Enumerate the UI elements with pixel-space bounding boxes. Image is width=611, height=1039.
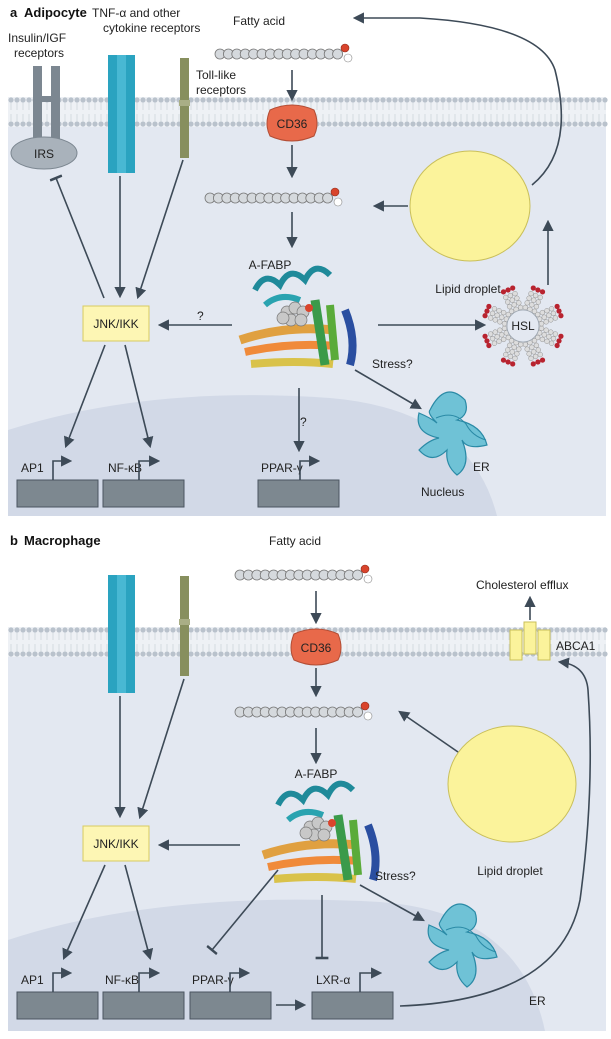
- fatty-acid-chain-a1: [214, 43, 353, 63]
- jnk-ikk-box-b: [82, 825, 150, 862]
- ppar-label-b: PPAR-γ: [192, 973, 234, 987]
- fatty-acid-chain-a2: [204, 187, 343, 207]
- panel-b-letter: b: [10, 533, 18, 548]
- panel-a-title: Adipocyte: [24, 5, 87, 20]
- fatty-acid-chain-b1: [234, 564, 373, 584]
- ap1-promoter-arrow-b: [52, 967, 73, 992]
- afabp-protein-b: [261, 780, 380, 883]
- arrow-jnk-to-ap1-b: [62, 864, 106, 961]
- arrow-jnk-to-nfkb-b: [124, 864, 154, 961]
- arrow-jnk-to-nfkb-a: [124, 344, 154, 449]
- cd36-protein-a: [266, 104, 318, 142]
- fatty-acid-chain-b2: [234, 701, 373, 721]
- er-label-b: ER: [529, 994, 546, 1008]
- question-mark-jnk: ?: [197, 309, 204, 323]
- afabp-label-b: A-FABP: [295, 767, 338, 781]
- tnf-receptor-label-1: TNF-α and other: [92, 6, 180, 20]
- toll-like-receptor: [179, 58, 190, 158]
- irs-label: IRS: [34, 147, 54, 161]
- tnf-receptor-label-2: cytokine receptors: [103, 21, 200, 35]
- panel-a: a Adipocyte Insulin/IGF receptors TNF-α …: [8, 5, 608, 516]
- lipid-droplet-b: [447, 725, 577, 843]
- toll-receptor-label-2: receptors: [196, 83, 246, 97]
- er-label-a: ER: [473, 460, 490, 474]
- nfkb-promoter-arrow-b: [138, 967, 161, 992]
- ppar-gene-box-a: [257, 479, 340, 508]
- stress-label-a: Stress?: [372, 357, 413, 371]
- insulin-receptor: [33, 66, 60, 152]
- irs-oval: [10, 136, 78, 170]
- stress-label-b: Stress?: [375, 869, 416, 883]
- ap1-label-b: AP1: [21, 973, 44, 987]
- arrow-afabp-to-er-b: [359, 884, 425, 922]
- arrow-afabp-to-er-a: [354, 369, 422, 410]
- tnf-receptor-b: [108, 575, 135, 693]
- jnk-ikk-box-a: [82, 305, 150, 342]
- ap1-gene-box-a: [16, 479, 99, 508]
- ppar-promoter-arrow-a: [299, 455, 321, 480]
- arrow-toll-to-jnk: [135, 159, 184, 300]
- er-organelle-b: [427, 903, 498, 988]
- ppar-label-a: PPAR-γ: [261, 461, 303, 475]
- cd36-label-b: CD36: [301, 641, 332, 655]
- fatty-acid-label-a: Fatty acid: [233, 14, 285, 28]
- lxr-gene-box: [311, 991, 394, 1020]
- cholesterol-efflux-label: Cholesterol efflux: [476, 578, 569, 592]
- insulin-receptor-label-1: Insulin/IGF: [8, 31, 66, 45]
- nucleus-label: Nucleus: [421, 485, 464, 499]
- tnf-receptor: [108, 55, 135, 173]
- jnk-ikk-label-a: JNK/IKK: [93, 317, 138, 331]
- nfkb-gene-box-a: [102, 479, 185, 508]
- ap1-label-a: AP1: [21, 461, 44, 475]
- lipid-droplet-label-a: Lipid droplet: [435, 282, 501, 296]
- ap1-gene-box-b: [16, 991, 99, 1020]
- cd36-protein-b: [290, 628, 342, 666]
- ap1-promoter-arrow: [52, 455, 73, 480]
- panel-b: b Macrophage Fatty acid CD36 Cholesterol…: [8, 533, 608, 1031]
- question-mark-ppar: ?: [300, 415, 307, 429]
- lxr-promoter-arrow: [359, 967, 383, 992]
- insulin-receptor-label-2: receptors: [14, 46, 64, 60]
- panel-a-letter: a: [10, 5, 18, 20]
- cd36-label-a: CD36: [277, 117, 308, 131]
- arrow-lxr-to-abca1: [399, 657, 592, 1007]
- abca1-transporter: [509, 621, 551, 661]
- toll-like-receptor-b: [179, 576, 190, 676]
- lipid-droplet-label-b: Lipid droplet: [477, 864, 543, 878]
- toll-receptor-label-1: Toll-like: [196, 68, 236, 82]
- jnk-ikk-label-b: JNK/IKK: [93, 837, 138, 851]
- inhibit-afabp-to-ppar: [206, 869, 279, 956]
- arrow-droplet-to-fatty-acid: [352, 12, 563, 186]
- hsl-complex: [482, 285, 564, 367]
- lxr-label: LXR-α: [316, 973, 350, 987]
- fatty-acid-label-b: Fatty acid: [269, 534, 321, 548]
- nfkb-label-a: NF-κB: [108, 461, 142, 475]
- nfkb-label-b: NF-κB: [105, 973, 139, 987]
- arrow-droplet-to-fa-b: [398, 710, 459, 753]
- arrow-toll-to-jnk-b: [137, 678, 185, 820]
- arrow-jnk-to-ap1: [64, 344, 106, 449]
- inhibit-jnk-to-irs: [49, 174, 105, 299]
- lipid-droplet-a: [409, 150, 531, 262]
- hsl-label: HSL: [511, 319, 535, 333]
- afabp-label-a: A-FABP: [249, 258, 292, 272]
- abca1-label: ABCA1: [556, 639, 596, 653]
- nfkb-gene-box-b: [102, 991, 185, 1020]
- ppar-gene-box-b: [189, 991, 272, 1020]
- afabp-protein-a: [238, 265, 357, 368]
- er-organelle-a: [417, 391, 488, 476]
- ppar-promoter-arrow-b: [229, 967, 251, 992]
- panel-b-title: Macrophage: [24, 533, 101, 548]
- nfkb-promoter-arrow-a: [138, 455, 161, 480]
